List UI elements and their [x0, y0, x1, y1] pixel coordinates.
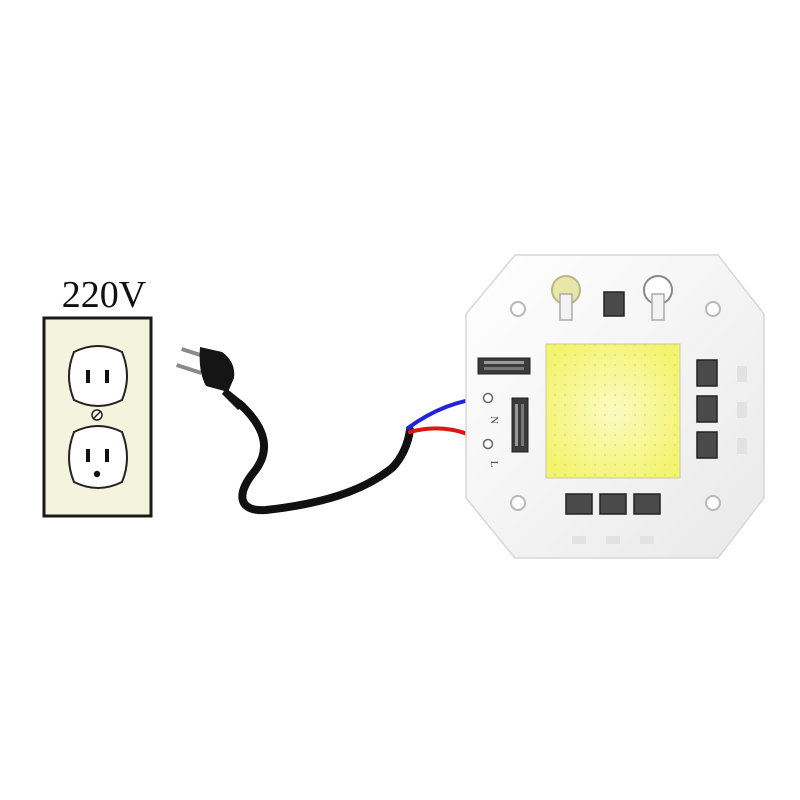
component-bottom-2 — [599, 493, 627, 515]
component-right-3 — [696, 431, 718, 459]
terminal-n-pad — [482, 392, 494, 404]
component-right-2 — [696, 395, 718, 423]
power-cord — [236, 400, 414, 515]
terminal-l-label: L — [488, 461, 500, 468]
component-top — [603, 291, 625, 317]
solder-pad-left — [551, 275, 581, 321]
led-cob-module-icon: N L — [465, 254, 765, 559]
outlet-screw-icon — [91, 409, 103, 421]
lower-receptacle — [68, 425, 128, 489]
voltage-label: 220V — [61, 274, 147, 316]
component-bottom-1 — [565, 493, 593, 515]
terminal-n-label: N — [488, 416, 500, 424]
led-array — [545, 343, 681, 479]
power-plug-icon — [176, 347, 246, 410]
resistor-top — [477, 357, 531, 375]
resistor-vertical — [511, 397, 529, 453]
upper-receptacle — [68, 345, 128, 407]
component-bottom-3 — [633, 493, 661, 515]
terminal-l-pad — [482, 438, 494, 450]
wall-outlet-icon — [42, 316, 153, 518]
solder-pad-right — [643, 275, 673, 321]
component-right-1 — [696, 359, 718, 387]
